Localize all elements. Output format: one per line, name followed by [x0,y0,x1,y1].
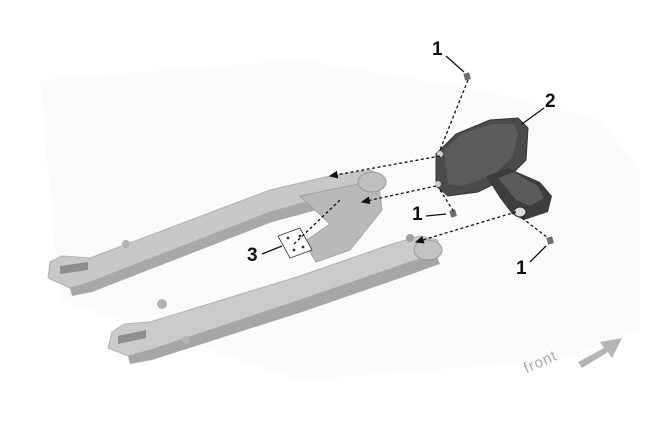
leader-bolt-top [445,55,465,73]
mount-tab [157,299,167,309]
callout-label-plate: 3 [247,245,258,266]
bolt [449,209,457,218]
callout-bolt-top: 1 [432,39,443,60]
guide-line-upper [328,155,441,179]
chain-guard-face [444,124,518,186]
chain-guard-mount-hole [437,151,443,157]
callout-chain-guard: 2 [545,91,556,112]
leader-bolt-bottom [529,245,547,263]
leader-bolt-mid [425,213,447,217]
upper-pivot-boss [357,171,387,193]
swingarm-lower-arm-edge [128,254,440,364]
label-plate-rivet [301,245,305,249]
label-plate-rivet [286,236,290,240]
callout-bolt-bottom: 1 [516,258,527,279]
guide-line-lower [414,211,517,244]
guide-line-bolt-mid [439,189,455,213]
assembly-guides [293,79,549,245]
leader-chain-guard [521,107,545,125]
label-plate-rivet [298,234,302,238]
swingarm-upper-arm-edge [70,180,380,296]
leader-label-plate [261,245,283,255]
bolt [463,72,471,81]
chain-guard-mount-hole [435,181,441,187]
guide-line-middle [360,185,437,205]
lower-pivot-boss [413,239,443,261]
label-plate-rivet [292,248,296,252]
chain-guard [435,117,552,220]
chain-guard-arm-face [498,172,544,206]
lower-axle-slot [118,330,146,344]
callout-bolt-mid: 1 [412,204,423,225]
guide-line-bolt-top [439,79,469,151]
mount-tab [182,336,190,344]
mount-tab [406,234,414,242]
upper-axle-slot [60,262,88,274]
bolt [546,236,554,245]
mount-tab [122,240,130,248]
front-arrow-icon [578,338,622,368]
callout-leaders [261,55,547,263]
